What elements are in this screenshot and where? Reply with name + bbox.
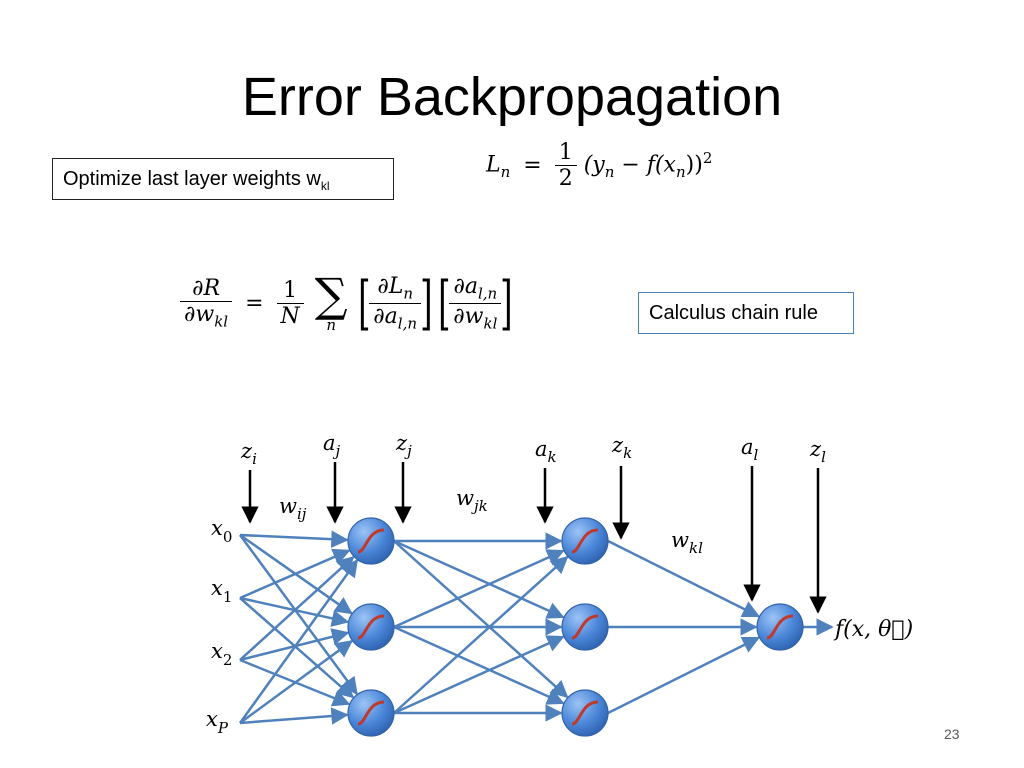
grad-equals: = — [245, 290, 264, 316]
loss-lhs-sub: n — [500, 162, 511, 181]
edge-input1-hidden1-2 — [239, 597, 355, 699]
loss-equals: = — [523, 152, 542, 178]
sum-operator: ∑n — [315, 272, 348, 334]
edge-input0-hidden1-2 — [238, 534, 358, 696]
grad-lhs-den-sub: kl — [214, 312, 229, 331]
sigmoid-icon — [571, 614, 599, 640]
signal-label-al: al — [741, 435, 759, 464]
input-label-x0: x0 — [211, 516, 232, 546]
sigmoid-icon — [571, 700, 599, 726]
edge-input3-hidden1-2 — [239, 707, 349, 725]
loss-frac-den: 2 — [558, 166, 573, 191]
network-nodes — [347, 517, 804, 737]
t2-num-sub: l,n — [477, 284, 498, 303]
grad-coef-den: N — [280, 303, 300, 329]
loss-rhs: (y — [583, 152, 605, 178]
grad-term1-fraction: ∂Ln ∂al,n — [369, 274, 422, 332]
output-node — [756, 603, 804, 651]
network-edges — [238, 530, 834, 725]
weight-label-wij: wij — [279, 494, 307, 523]
input-label-x2: x2 — [211, 639, 232, 669]
bracket-open-1: [ — [357, 269, 371, 337]
edge-input1-hidden1-0 — [239, 548, 351, 600]
grad-lhs-fraction: ∂R∂wkl — [180, 276, 233, 331]
edge-hidden1-2-hidden2-0 — [393, 555, 569, 714]
edge-hidden1-0-hidden2-2 — [393, 540, 569, 699]
signal-arrows — [241, 462, 827, 614]
edge-input3-hidden1-1 — [239, 640, 354, 725]
weight-label-wjk: wjk — [456, 486, 488, 515]
edge-hidden2-0-output — [607, 539, 761, 618]
loss-rhs-sub2: n — [675, 162, 686, 181]
hidden1-node-0 — [347, 517, 395, 565]
t1-den-sub: l,n — [397, 313, 418, 332]
sum-symbol: ∑ — [314, 268, 348, 322]
edge-hidden2-2-output — [607, 636, 761, 715]
t1-num: ∂L — [377, 274, 404, 300]
edge-input2-hidden1-0 — [239, 555, 355, 661]
slide-title: Error Backpropagation — [241, 67, 783, 127]
bracket-close-1: ] — [420, 269, 433, 337]
output-label: f(x, θ⃗) — [833, 617, 913, 642]
sigmoid-icon — [571, 528, 599, 554]
hidden2-node-0 — [561, 517, 609, 565]
signal-label-zj: zj — [395, 431, 412, 460]
input-label-x1: x1 — [211, 576, 232, 606]
sigmoid-icon — [357, 614, 385, 640]
edge-input0-hidden1-0 — [239, 530, 349, 548]
hidden2-node-1 — [561, 603, 609, 651]
sigmoid-icon — [766, 614, 794, 640]
loss-rhs-sub1: n — [604, 162, 615, 181]
grad-coef-num: 1 — [276, 278, 304, 304]
loss-frac-num: 1 — [554, 140, 577, 166]
t1-den: ∂a — [373, 303, 398, 329]
slide-number: 23 — [944, 726, 960, 742]
optimize-text: Optimize last layer weights w — [63, 168, 321, 190]
signal-label-zi: zi — [240, 439, 257, 468]
bracket-open-2: [ — [437, 269, 451, 337]
grad-lhs-den: ∂w — [184, 301, 215, 327]
signal-label-zk: zk — [611, 433, 632, 462]
chain-rule-box: Calculus chain rule — [638, 292, 854, 334]
edge-hidden1-1-hidden2-0 — [393, 549, 565, 629]
chain-rule-text: Calculus chain rule — [649, 302, 818, 324]
hidden1-node-2 — [347, 689, 395, 737]
optimize-weights-box: Optimize last layer weights wkl — [52, 158, 394, 200]
grad-lhs-num: ∂R — [180, 276, 233, 302]
signal-label-aj: aj — [323, 431, 341, 460]
loss-power: 2 — [702, 149, 713, 168]
hidden2-node-2 — [561, 689, 609, 737]
loss-lhs: L — [486, 152, 501, 178]
grad-term2-fraction: ∂al,n∂wkl — [449, 274, 502, 332]
t2-den-sub: kl — [483, 313, 498, 332]
signal-label-zl: zl — [809, 437, 826, 466]
edge-input3-hidden1-0 — [238, 559, 359, 724]
optimize-subscript: kl — [320, 179, 330, 193]
t2-num: ∂a — [453, 274, 478, 300]
edge-hidden1-2-hidden2-1 — [393, 635, 565, 715]
loss-rhs-mid: − f(x — [614, 152, 676, 178]
t2-den: ∂w — [453, 303, 484, 329]
sum-index: n — [326, 316, 337, 334]
input-label-xP: xP — [206, 707, 229, 737]
edge-hidden1-0-hidden2-1 — [393, 539, 565, 619]
t1-num-sub: n — [403, 284, 413, 303]
sigmoid-icon — [357, 528, 385, 554]
hidden1-node-1 — [347, 603, 395, 651]
bracket-close-2: ] — [500, 269, 513, 337]
weight-label-wkl: wkl — [671, 528, 703, 557]
loss-rhs-end: )) — [685, 152, 703, 178]
sigmoid-icon — [357, 700, 385, 726]
signal-label-ak: ak — [535, 437, 557, 466]
edge-hidden1-1-hidden2-2 — [393, 625, 565, 705]
